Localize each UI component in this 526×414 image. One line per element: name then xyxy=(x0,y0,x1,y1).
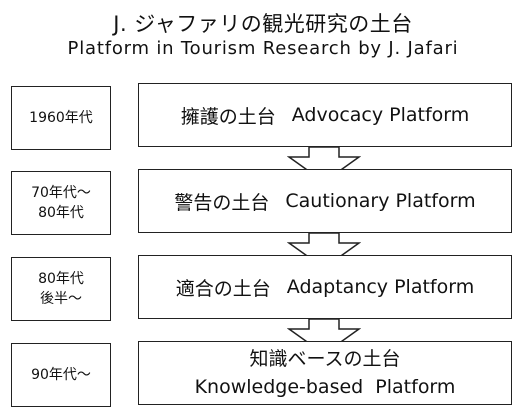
era-box-70s-80s: 70年代〜 80年代 xyxy=(11,171,111,235)
platform-label-ja: 知識ベースの土台 xyxy=(249,348,401,370)
platform-label-ja: 擁護の土台 xyxy=(180,105,276,128)
platform-label-ja: 警告の土台 xyxy=(174,191,270,214)
title-english: Platform in Tourism Research by J. Jafar… xyxy=(67,38,459,59)
era-box-1960s: 1960年代 xyxy=(11,86,111,150)
platform-label-en: Knowledge-based Platform xyxy=(194,376,456,398)
platform-box-advocacy: 擁護の土台 Advocacy Platform xyxy=(138,83,512,147)
platform-label-en: Adaptancy Platform xyxy=(286,276,475,298)
platform-box-knowledge-based: 知識ベースの土台 Knowledge-based Platform xyxy=(138,341,512,405)
title-japanese: J. ジャファリの観光研究の土台 xyxy=(113,12,413,36)
platform-label-ja: 適合の土台 xyxy=(175,277,271,300)
platform-box-adaptancy: 適合の土台 Adaptancy Platform xyxy=(138,255,512,319)
platform-box-cautionary: 警告の土台 Cautionary Platform xyxy=(138,169,512,233)
era-box-90s: 90年代〜 xyxy=(11,343,111,407)
era-box-late-80s: 80年代 後半〜 xyxy=(11,257,111,321)
platform-label-en: Advocacy Platform xyxy=(291,104,470,126)
platform-label-en: Cautionary Platform xyxy=(285,190,476,212)
